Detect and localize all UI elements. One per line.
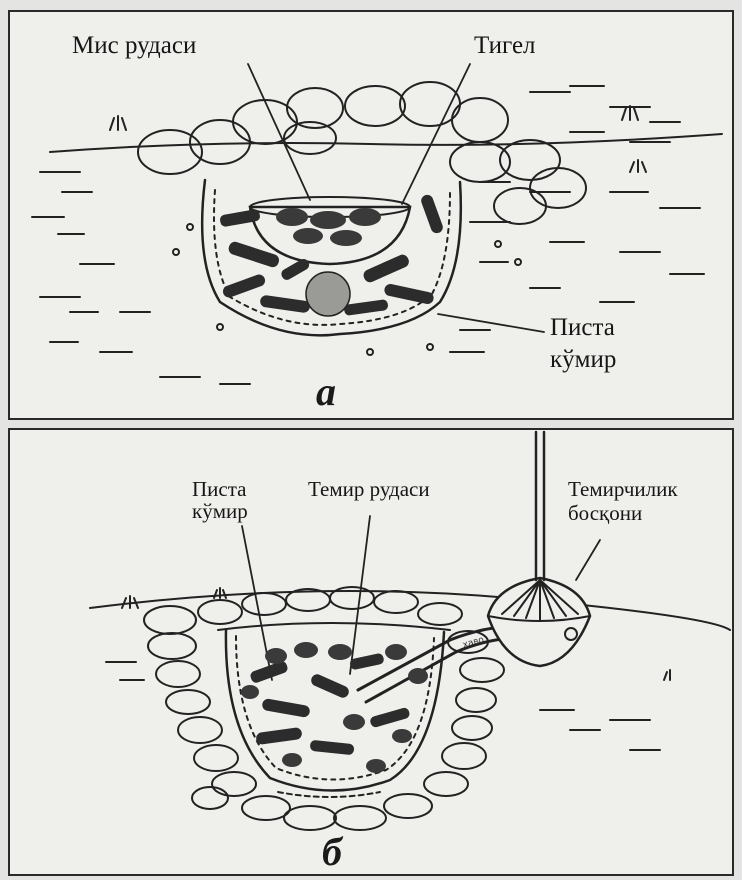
label-bellows-line1: Темирчилик bbox=[568, 478, 678, 501]
label-bellows-line2: босқони bbox=[568, 502, 642, 525]
panel-a-copper-smelting: Мис рудаси Тигел Писта кўмир а bbox=[8, 10, 734, 420]
molten-copper bbox=[306, 272, 350, 316]
caption-a: а bbox=[316, 372, 336, 412]
label-charcoal-line2: кўмир bbox=[550, 346, 616, 373]
ground-line bbox=[50, 134, 722, 152]
label-crucible: Тигел bbox=[474, 32, 536, 59]
panel-b-iron-smelting: Писта кўмир Темир рудаси Темирчилик босқ… bbox=[8, 428, 734, 876]
charcoal-leader-line bbox=[438, 314, 544, 332]
label-copper-ore: Мис рудаси bbox=[72, 32, 196, 59]
label-iron-ore: Темир рудаси bbox=[308, 478, 430, 501]
bellows-leader-line bbox=[576, 540, 600, 580]
charcoal-pieces bbox=[249, 653, 411, 756]
bellows-pole bbox=[536, 432, 544, 580]
caption-b: б bbox=[322, 832, 342, 872]
ore-leader-line bbox=[248, 64, 310, 200]
label-charcoal-line2: кўмир bbox=[192, 500, 248, 523]
panel-a-drawing bbox=[10, 12, 734, 420]
ore-leader-line bbox=[350, 516, 370, 674]
label-charcoal-line1: Писта bbox=[550, 314, 615, 341]
label-charcoal-line1: Писта bbox=[192, 478, 246, 501]
